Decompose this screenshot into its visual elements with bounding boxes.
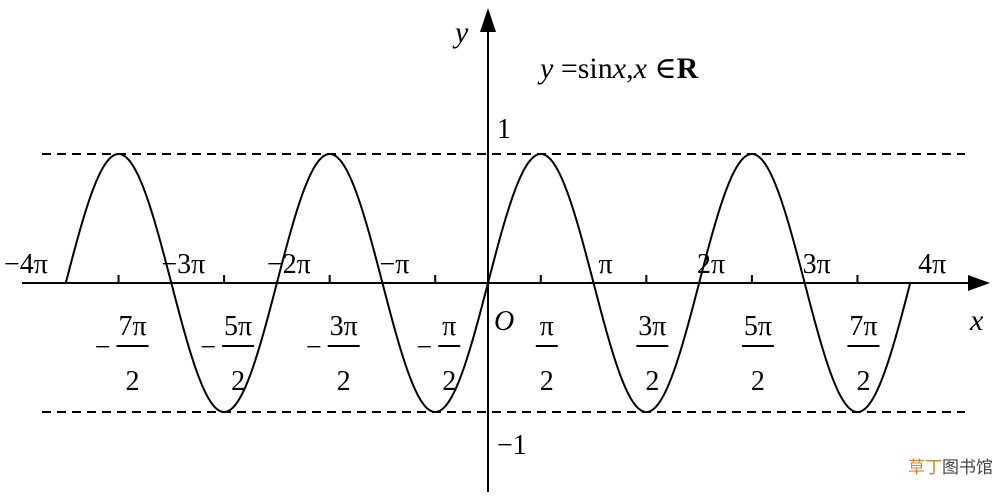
fraction-numerator: π [442, 311, 456, 342]
fraction-numerator: 3π [330, 311, 358, 342]
title-R: R [677, 52, 699, 85]
y-axis-arrow [480, 8, 496, 32]
x-tick-fraction-label: 3π 2 [636, 311, 669, 397]
watermark: 草丁图书馆 [908, 458, 993, 478]
axes [22, 8, 990, 492]
x-axis-arrow [968, 275, 990, 291]
fraction-denominator: 2 [540, 366, 554, 397]
fraction-sign: − [95, 332, 111, 363]
x-tick-fraction-label: 7π 2 [847, 311, 880, 397]
x-tick-fraction-label: 5π 2 [741, 311, 774, 397]
y-axis-label: y [452, 16, 469, 49]
tick-marks [117, 275, 859, 283]
title-x2: x [633, 52, 648, 85]
title-eq: =sin [553, 52, 612, 85]
fraction-numerator: 7π [849, 311, 877, 342]
x-tick-fraction-label: 5π 2− [200, 311, 255, 397]
fraction-sign: − [306, 332, 322, 363]
title-comma: , [626, 52, 634, 85]
x-tick-label-above: −2π [267, 249, 311, 280]
fraction-sign: − [200, 332, 216, 363]
title-y: y [537, 52, 554, 85]
y-tick-label: 1 [497, 114, 511, 145]
x-tick-label-above: π [598, 249, 612, 280]
sine-curve [64, 152, 912, 414]
y-tick-labels: 1 −1 [497, 114, 527, 461]
x-tick-fraction-label: π 2− [416, 311, 461, 397]
y-tick-label: −1 [497, 430, 527, 461]
x-tick-label-above: 2π [697, 249, 725, 280]
fraction-denominator: 2 [126, 366, 140, 397]
fraction-sign: − [416, 332, 432, 363]
fraction-denominator: 2 [856, 366, 870, 397]
x-tick-fraction-label: π2 [535, 311, 558, 397]
x-tick-labels-above: −4π −3π −2π −π π 2π 3π 4π [4, 249, 946, 280]
fraction-numerator: 5π [744, 311, 772, 342]
fraction-denominator: 2 [337, 366, 351, 397]
watermark-part1: 草丁 [908, 458, 942, 478]
fraction-numerator: 5π [224, 311, 252, 342]
x-tick-label-above: 3π [803, 249, 831, 280]
x-tick-fraction-label: 7π 2− [95, 311, 149, 397]
fraction-denominator: 2 [751, 366, 765, 397]
fraction-denominator: 2 [442, 366, 456, 397]
fraction-numerator: 7π [118, 311, 146, 342]
x-axis-label: x [969, 304, 984, 337]
fraction-denominator: 2 [231, 366, 245, 397]
watermark-part2: 图书馆 [942, 458, 993, 478]
x-tick-label-above: −3π [161, 249, 205, 280]
fraction-numerator: π [540, 311, 554, 342]
reference-lines [42, 153, 965, 413]
x-tick-label-above: 4π [918, 249, 946, 280]
title-in: ∈ [647, 52, 677, 85]
chart-title: y =sinx,x ∈R [537, 52, 699, 85]
title-x: x [612, 52, 627, 85]
fraction-numerator: 3π [638, 311, 666, 342]
x-tick-label-above: −4π [4, 249, 48, 280]
fraction-denominator: 2 [645, 366, 659, 397]
x-tick-fraction-label: 3π 2− [306, 311, 360, 397]
x-tick-label-above: −π [379, 249, 409, 280]
origin-label: O [494, 306, 514, 337]
